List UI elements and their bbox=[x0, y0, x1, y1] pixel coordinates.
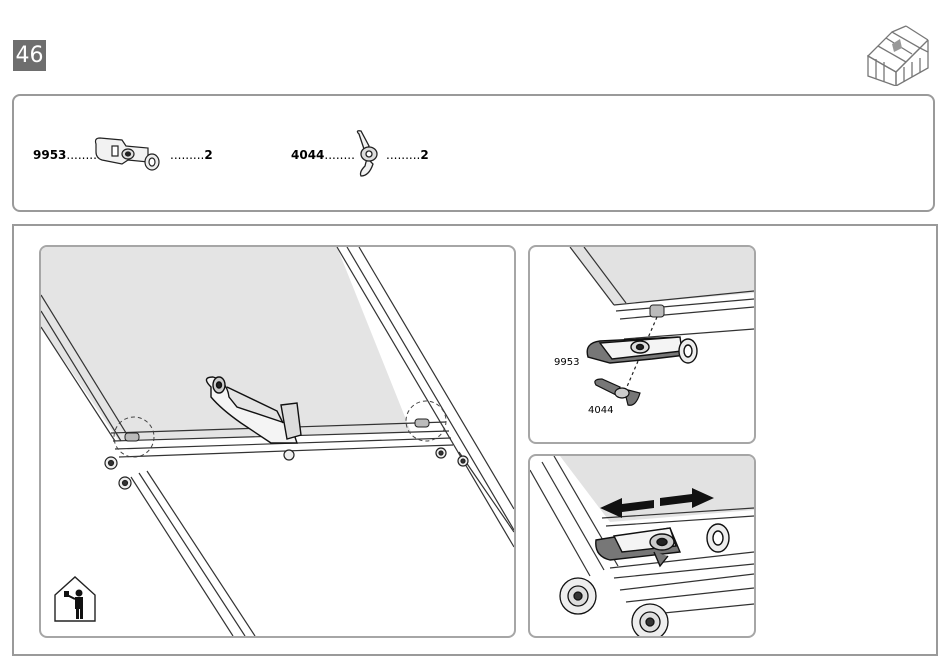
step-number: 46 bbox=[13, 40, 46, 71]
detail-panel-slide bbox=[528, 454, 756, 638]
part-4044-code: 4044........ bbox=[291, 148, 355, 162]
part-9953-qty: .........2 bbox=[170, 148, 213, 162]
part-9953-code: 9953........ bbox=[33, 148, 97, 162]
latch-bracket-icon bbox=[92, 134, 164, 174]
label-bracket: 9953 bbox=[554, 357, 579, 368]
part-4044-qty: .........2 bbox=[386, 148, 429, 162]
greenhouse-icon bbox=[862, 22, 934, 86]
wing-nut-icon bbox=[351, 128, 385, 180]
detail-panel-exploded: 9953 4044 bbox=[528, 245, 756, 444]
parts-list: 9953........ .........2 4044........ bbox=[12, 94, 935, 212]
label-nut: 4044 bbox=[588, 405, 613, 416]
main-illustration bbox=[39, 245, 516, 638]
